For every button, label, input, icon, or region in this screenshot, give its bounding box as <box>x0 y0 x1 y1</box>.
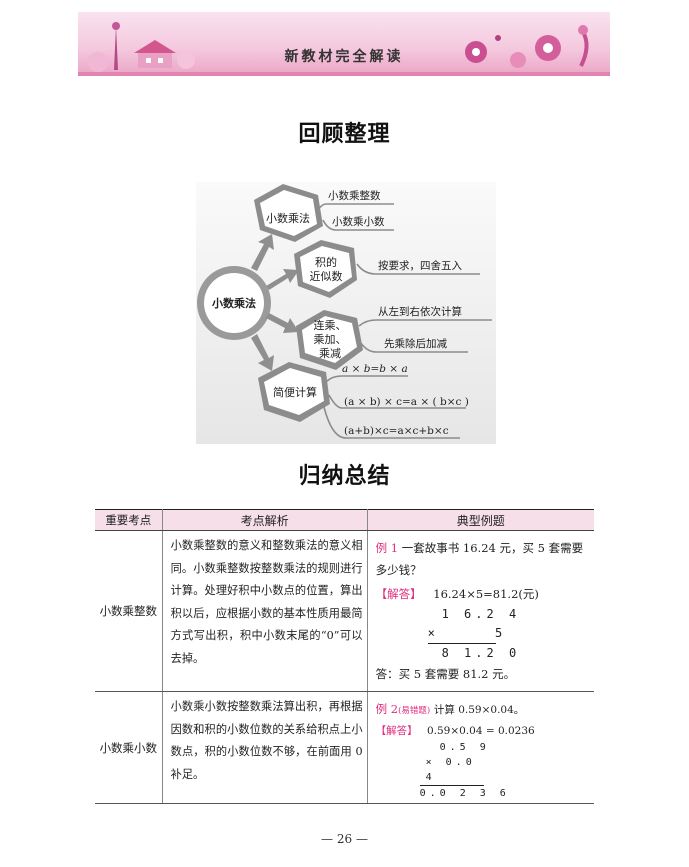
branch-label-4: 简便计算 <box>273 385 317 399</box>
center-circle <box>204 273 264 333</box>
branch-label-line: 连乘、 <box>314 319 347 332</box>
calc-line: × 0.0 4 <box>419 755 484 786</box>
branch-label-1: 小数乘法 <box>266 211 310 225</box>
vertical-calculation: 1 6.2 4 × 5 8 1.2 0 <box>427 605 590 663</box>
branch-label-line: 乘加、 <box>314 333 347 346</box>
arrow-4 <box>251 334 274 371</box>
vertical-calculation: 0.5 9 × 0.0 4 0.0 2 3 6 <box>419 740 590 801</box>
example-label: 例 1 <box>375 541 399 555</box>
example-cell: 例 1 一套故事书 16.24 元，买 5 套需要多少钱？ 【解答】 16.24… <box>367 530 594 692</box>
branch-label-line: 近似数 <box>310 270 343 283</box>
example-question-text: 一套故事书 16.24 元，买 5 套需要多少钱？ <box>375 541 584 577</box>
branch-label-2: 积的近似数 <box>310 255 343 283</box>
arrow-2 <box>266 269 299 290</box>
branch-label-line: 简便计算 <box>273 385 317 399</box>
branch-2: 积的近似数 <box>294 240 357 298</box>
analysis-cell: 小数乘小数按整数乘法算出积，再根据因数和积的小数位数的关系给积点上小数点，积的小… <box>162 691 368 804</box>
example-cell: 例 2(易错题) 计算 0.59×0.04。 【解答】 0.59×0.04 = … <box>367 691 594 804</box>
analysis-text: 小数乘小数按整数乘法算出积，再根据因数和积的小数位数的关系给积点上小数点，积的小… <box>170 700 363 781</box>
column-header: 典型例题 <box>367 509 594 531</box>
branch-label-line: 积的 <box>315 255 337 269</box>
answer-label: 【解答】 <box>375 725 418 737</box>
example-question-text: 计算 0.59×0.04。 <box>433 704 525 716</box>
review-title: 回顾整理 <box>298 122 391 147</box>
example-question: 例 2(易错题) 计算 0.59×0.04。 <box>376 698 590 722</box>
house-icon <box>88 22 195 72</box>
calc-line: 0.5 9 <box>439 742 490 753</box>
leaf-text-1-1: 小数乘整数 <box>328 189 381 202</box>
calc-line: 1 6.2 4 <box>441 607 521 621</box>
branch-4: 简便计算 <box>258 362 330 422</box>
column-header: 考点解析 <box>162 509 368 531</box>
leaf-text-3-2: 先乘除后加减 <box>384 337 447 350</box>
answer-line: 【解答】 0.59×0.04 = 0.0236 <box>376 722 590 740</box>
branch-3: 连乘、乘加、乘减 <box>296 310 363 370</box>
page-header: 新教材完全解读 <box>78 12 610 76</box>
example-tag: (易错题) <box>398 706 431 716</box>
example-label: 例 2 <box>375 702 399 716</box>
arrow-3 <box>266 313 299 333</box>
header-strip <box>78 72 610 76</box>
answer-label: 【解答】 <box>375 587 422 601</box>
example-question: 例 1 一套故事书 16.24 元，买 5 套需要多少钱？ <box>376 537 590 581</box>
table-row: 小数乘小数 小数乘小数按整数乘法算出积，再根据因数和积的小数位数的关系给积点上小… <box>95 691 594 804</box>
conclusion-text: 答：买 5 套需要 81.2 元。 <box>375 667 516 681</box>
arrow-1 <box>251 234 274 271</box>
summary-title: 归纳总结 <box>298 464 391 489</box>
arrows <box>251 234 299 371</box>
leaf-text-4-3: (a+b)×c=a×c+b×c <box>344 425 449 437</box>
leaf-text-4-1: a × b=b × a <box>342 363 408 375</box>
mind-map: 小数乘法 小数乘法 积的近似数 连乘、乘加、乘减 简便计算 小数 <box>196 182 496 444</box>
leaf-text-4-2: (a × b) × c=a × ( b×c ) <box>344 396 469 408</box>
table-row: 小数乘整数 小数乘整数的意义和整数乘法的意义相同。小数乘整数按整数乘法的规则进行… <box>95 530 594 692</box>
key-point: 小数乘整数 <box>95 530 163 692</box>
summary-table: 重要考点 考点解析 典型例题 小数乘整数 小数乘整数的意义和整数乘法的意义相同。… <box>95 509 594 804</box>
calc-line: 8 1.2 0 <box>441 646 521 660</box>
leaf-text-2-1: 按要求，四舍五入 <box>378 259 462 272</box>
header-decoration <box>88 22 589 72</box>
branch-label-line: 乘减 <box>319 347 341 360</box>
answer-text: 16.24×5=81.2(元) <box>433 587 539 601</box>
answer-line: 【解答】 16.24×5=81.2(元) <box>376 583 590 605</box>
analysis-cell: 小数乘整数的意义和整数乘法的意义相同。小数乘整数按整数乘法的规则进行计算。处理好… <box>162 530 368 692</box>
table-header-row: 重要考点 考点解析 典型例题 <box>95 509 594 531</box>
leaf-text-1-2: 小数乘小数 <box>332 215 385 228</box>
branch-1: 小数乘法 <box>254 184 323 242</box>
leaf-lines <box>317 203 492 439</box>
leaf-texts: 小数乘整数 小数乘小数 按要求，四舍五入 从左到右依次计算 先乘除后加减 a ×… <box>328 189 469 437</box>
flowers-icon <box>465 25 589 68</box>
leaf-text-3-1: 从左到右依次计算 <box>378 305 462 318</box>
header-title: 新教材完全解读 <box>284 49 404 65</box>
calc-line: 0.0 2 3 6 <box>419 788 510 799</box>
branch-label-line: 小数乘法 <box>266 211 310 225</box>
branch-label-3: 连乘、乘加、乘减 <box>314 319 347 360</box>
key-point: 小数乘小数 <box>95 691 163 804</box>
column-header: 重要考点 <box>95 509 163 531</box>
analysis-text: 小数乘整数的意义和整数乘法的意义相同。小数乘整数按整数乘法的规则进行计算。处理好… <box>170 539 363 665</box>
calc-line: × 5 <box>427 624 502 644</box>
answer-text: 0.59×0.04 = 0.0236 <box>426 725 535 737</box>
center-label: 小数乘法 <box>211 296 256 310</box>
page-number: — 26 — <box>321 832 368 846</box>
